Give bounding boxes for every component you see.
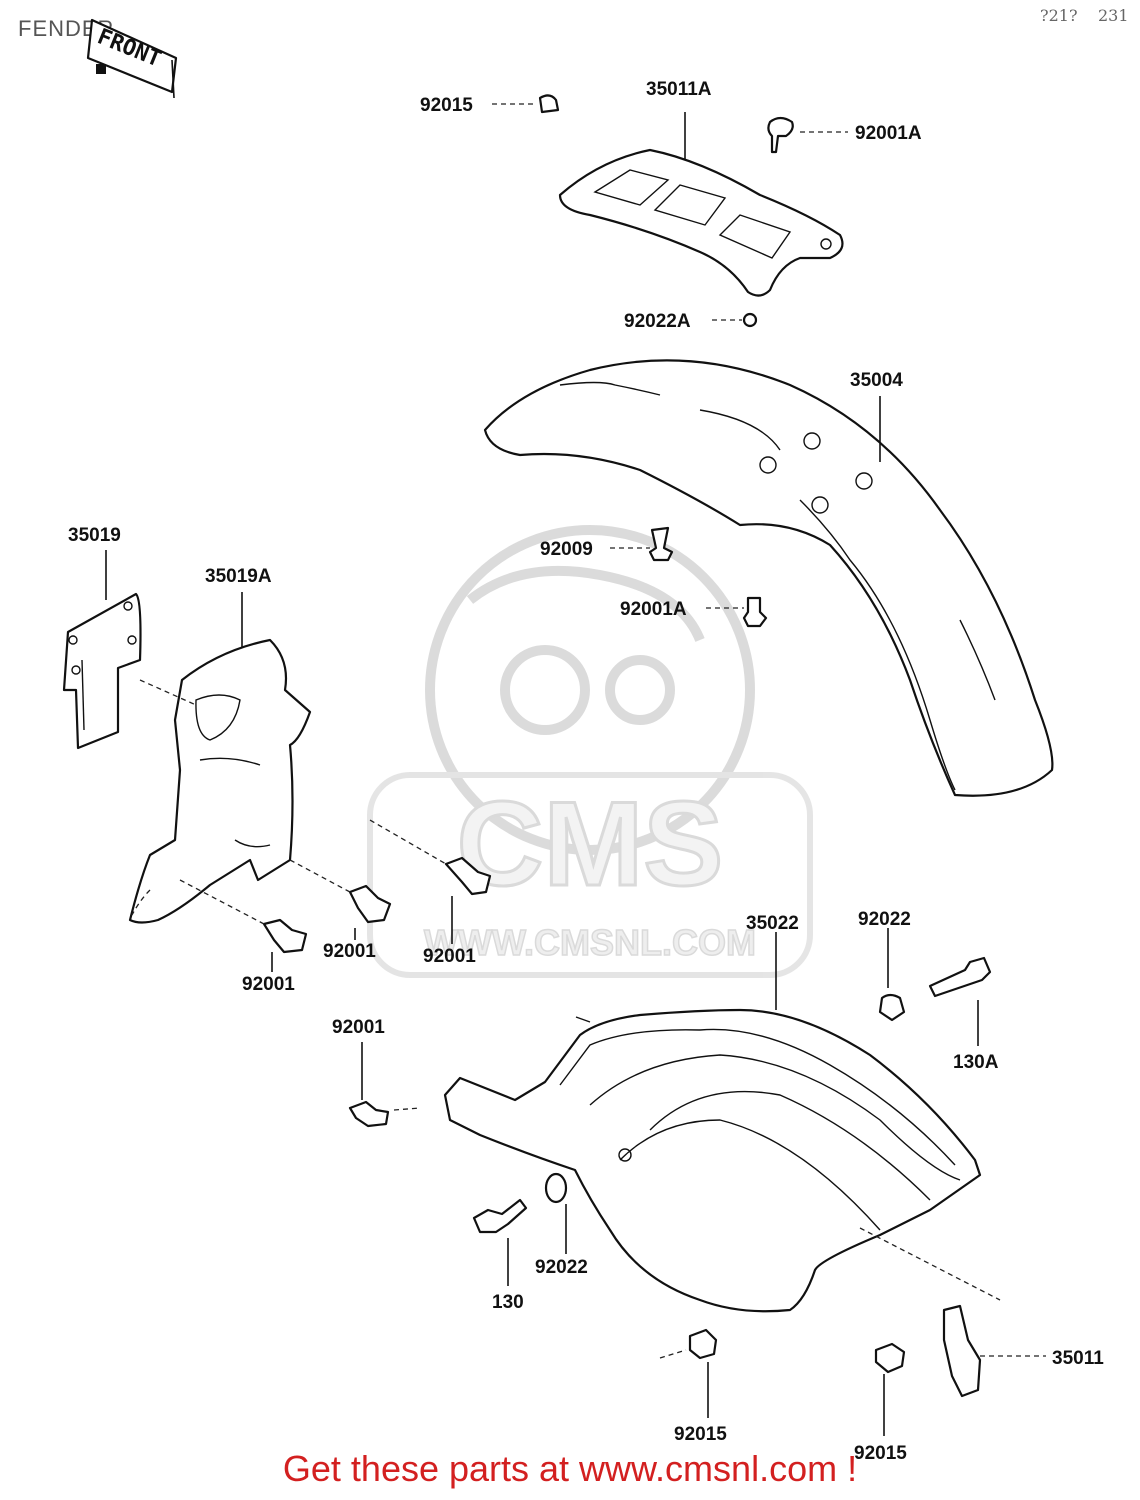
label-130: 130 bbox=[492, 1292, 524, 1313]
bolt-92001a-mid bbox=[742, 596, 768, 628]
label-92009: 92009 bbox=[540, 539, 593, 560]
label-92022-top: 92022 bbox=[858, 909, 911, 930]
label-35019: 35019 bbox=[68, 525, 121, 546]
label-130a: 130A bbox=[953, 1052, 999, 1073]
label-35019a: 35019A bbox=[205, 566, 272, 587]
label-92001a-mid: 92001A bbox=[620, 599, 687, 620]
label-92001-d: 92001 bbox=[332, 1017, 385, 1038]
footer-link[interactable]: Get these parts at www.cmsnl.com ! bbox=[282, 1448, 858, 1489]
label-92015-b: 92015 bbox=[854, 1443, 907, 1464]
front-fender-35004 bbox=[483, 359, 1054, 797]
label-35011a: 35011A bbox=[646, 79, 712, 100]
bracket-35011 bbox=[942, 1304, 982, 1398]
bolt-130 bbox=[472, 1198, 528, 1234]
bolt-92001-d bbox=[348, 1100, 390, 1128]
bolt-92001a-top bbox=[767, 116, 794, 154]
rear-fender-35022 bbox=[443, 1008, 982, 1313]
washer-92022a bbox=[742, 312, 758, 328]
label-92015-a: 92015 bbox=[674, 1424, 727, 1445]
plate-35019 bbox=[62, 592, 142, 750]
bolt-92001-b bbox=[348, 884, 392, 924]
front-sign: FRONT bbox=[86, 18, 178, 99]
label-35004: 35004 bbox=[850, 370, 903, 391]
label-92022a: 92022A bbox=[624, 311, 691, 332]
nut-92015-top bbox=[538, 94, 560, 114]
label-92001a-top: 92001A bbox=[855, 123, 922, 144]
page-number-right: 231 bbox=[1098, 6, 1129, 25]
label-92001-c: 92001 bbox=[242, 974, 295, 995]
label-92022-bot: 92022 bbox=[535, 1257, 588, 1278]
bolt-92001-a bbox=[444, 856, 492, 896]
cms-watermark: CMS WWW.CMSNL.COM bbox=[367, 525, 813, 978]
nut-92015-a bbox=[688, 1328, 718, 1360]
washer-92022-bot bbox=[544, 1172, 568, 1204]
nut-92015-b bbox=[874, 1342, 906, 1374]
screw-92009 bbox=[648, 526, 674, 562]
washer-92022-top bbox=[878, 993, 906, 1022]
leader-lines bbox=[105, 103, 1046, 1436]
label-92001-b: 92001 bbox=[423, 946, 476, 967]
label-35011: 35011 bbox=[1052, 1348, 1104, 1369]
bolt-92001-c bbox=[262, 918, 308, 954]
page-number-left: ?21? bbox=[1040, 6, 1078, 25]
bracket-35011a bbox=[558, 148, 844, 297]
label-35022: 35022 bbox=[746, 913, 799, 934]
label-92015-top: 92015 bbox=[420, 95, 473, 116]
cover-35019a bbox=[128, 638, 312, 924]
bolt-130a bbox=[928, 956, 992, 998]
label-92001-a: 92001 bbox=[323, 941, 376, 962]
watermark-brand: CMS bbox=[457, 777, 724, 911]
watermark-url: WWW.CMSNL.COM bbox=[424, 922, 756, 963]
